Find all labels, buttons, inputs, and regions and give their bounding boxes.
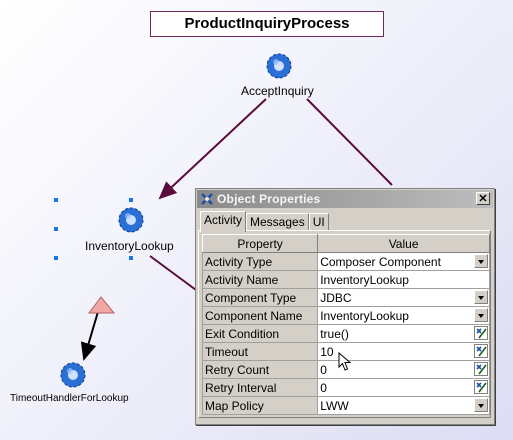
- tab-messages[interactable]: Messages: [246, 213, 309, 231]
- table-row[interactable]: Component Type JDBC: [201, 288, 490, 307]
- object-properties-dialog: Object Properties ✕ Activity Messages UI…: [195, 188, 495, 425]
- table-row[interactable]: Component Name InventoryLookup: [201, 306, 490, 325]
- expression-editor-icon[interactable]: [474, 380, 488, 394]
- property-value-text: InventoryLookup: [320, 272, 409, 287]
- tab-ui[interactable]: UI: [308, 213, 329, 231]
- app-logo-icon: [201, 193, 213, 205]
- column-header-property[interactable]: Property: [201, 234, 319, 253]
- table-row[interactable]: Map Policy LWW: [201, 396, 490, 415]
- expression-editor-icon[interactable]: [474, 344, 488, 358]
- column-header-value[interactable]: Value: [317, 234, 490, 253]
- selection-handle[interactable]: [54, 227, 58, 231]
- property-value[interactable]: 0: [317, 378, 490, 397]
- tab-panel-activity: Property Value Activity Type Composer Co…: [198, 230, 491, 418]
- process-title[interactable]: ProductInquiryProcess: [150, 11, 384, 37]
- property-name: Activity Name: [201, 270, 319, 289]
- property-value[interactable]: 10: [317, 342, 490, 361]
- property-value-text: 0: [320, 380, 327, 395]
- property-value-text: InventoryLookup: [320, 308, 409, 323]
- node-label-timeout-handler[interactable]: TimeoutHandlerForLookup: [10, 393, 129, 404]
- property-name: Activity Type: [201, 252, 319, 271]
- property-value-text: JDBC: [320, 290, 352, 305]
- property-value[interactable]: InventoryLookup: [317, 270, 490, 289]
- property-name: Component Type: [201, 288, 319, 307]
- gear-icon[interactable]: [59, 361, 87, 389]
- selection-handle[interactable]: [54, 256, 58, 260]
- edge-accept-to-lookup[interactable]: [158, 98, 267, 200]
- property-value[interactable]: JDBC: [317, 288, 490, 307]
- dropdown-arrow-icon[interactable]: [474, 308, 488, 322]
- property-name: Exit Condition: [201, 324, 319, 343]
- expression-editor-icon[interactable]: [474, 362, 488, 376]
- table-row[interactable]: Retry Interval 0: [201, 378, 490, 397]
- property-value-text: LWW: [320, 398, 349, 413]
- property-value[interactable]: true(): [317, 324, 490, 343]
- node-label-inventory-lookup[interactable]: InventoryLookup: [85, 239, 174, 253]
- dialog-titlebar[interactable]: Object Properties ✕: [197, 190, 493, 208]
- selection-handle[interactable]: [129, 256, 133, 260]
- tab-activity[interactable]: Activity: [200, 211, 247, 232]
- selection-handle[interactable]: [129, 198, 133, 202]
- node-label-accept-inquiry[interactable]: AcceptInquiry: [241, 84, 314, 98]
- property-value-text: true(): [320, 326, 349, 341]
- property-value[interactable]: Composer Component: [317, 252, 490, 271]
- dropdown-arrow-icon[interactable]: [474, 254, 488, 268]
- edge-accept-to-right[interactable]: [306, 98, 393, 186]
- properties-table: Property Value Activity Type Composer Co…: [201, 234, 490, 415]
- dialog-title: Object Properties: [217, 192, 321, 206]
- property-value-text: 0: [320, 362, 327, 377]
- table-row[interactable]: Activity Name InventoryLookup: [201, 270, 490, 289]
- property-name: Component Name: [201, 306, 319, 325]
- expression-editor-icon[interactable]: [474, 326, 488, 340]
- gear-icon[interactable]: [117, 206, 145, 234]
- table-row[interactable]: Retry Count 0: [201, 360, 490, 379]
- edge-lookup-to-right[interactable]: [149, 255, 197, 291]
- property-name: Retry Interval: [201, 378, 319, 397]
- table-row[interactable]: Activity Type Composer Component: [201, 252, 490, 271]
- property-value-text: 10: [320, 344, 334, 359]
- property-name: Retry Count: [201, 360, 319, 379]
- gear-icon[interactable]: [265, 52, 293, 80]
- mouse-cursor-icon: [338, 352, 352, 371]
- table-row[interactable]: Exit Condition true(): [201, 324, 490, 343]
- dropdown-arrow-icon[interactable]: [474, 290, 488, 304]
- timeout-marker-icon[interactable]: [88, 296, 116, 314]
- property-name: Timeout: [201, 342, 319, 361]
- selection-handle[interactable]: [54, 198, 58, 202]
- close-button[interactable]: ✕: [476, 192, 490, 205]
- edge-lookup-to-timeout[interactable]: [80, 304, 101, 361]
- property-value-text: Composer Component: [320, 254, 441, 269]
- property-value[interactable]: LWW: [317, 396, 490, 415]
- tab-bar: Activity Messages UI: [200, 211, 329, 232]
- dropdown-arrow-icon[interactable]: [474, 398, 488, 412]
- property-value[interactable]: InventoryLookup: [317, 306, 490, 325]
- property-name: Map Policy: [201, 396, 319, 415]
